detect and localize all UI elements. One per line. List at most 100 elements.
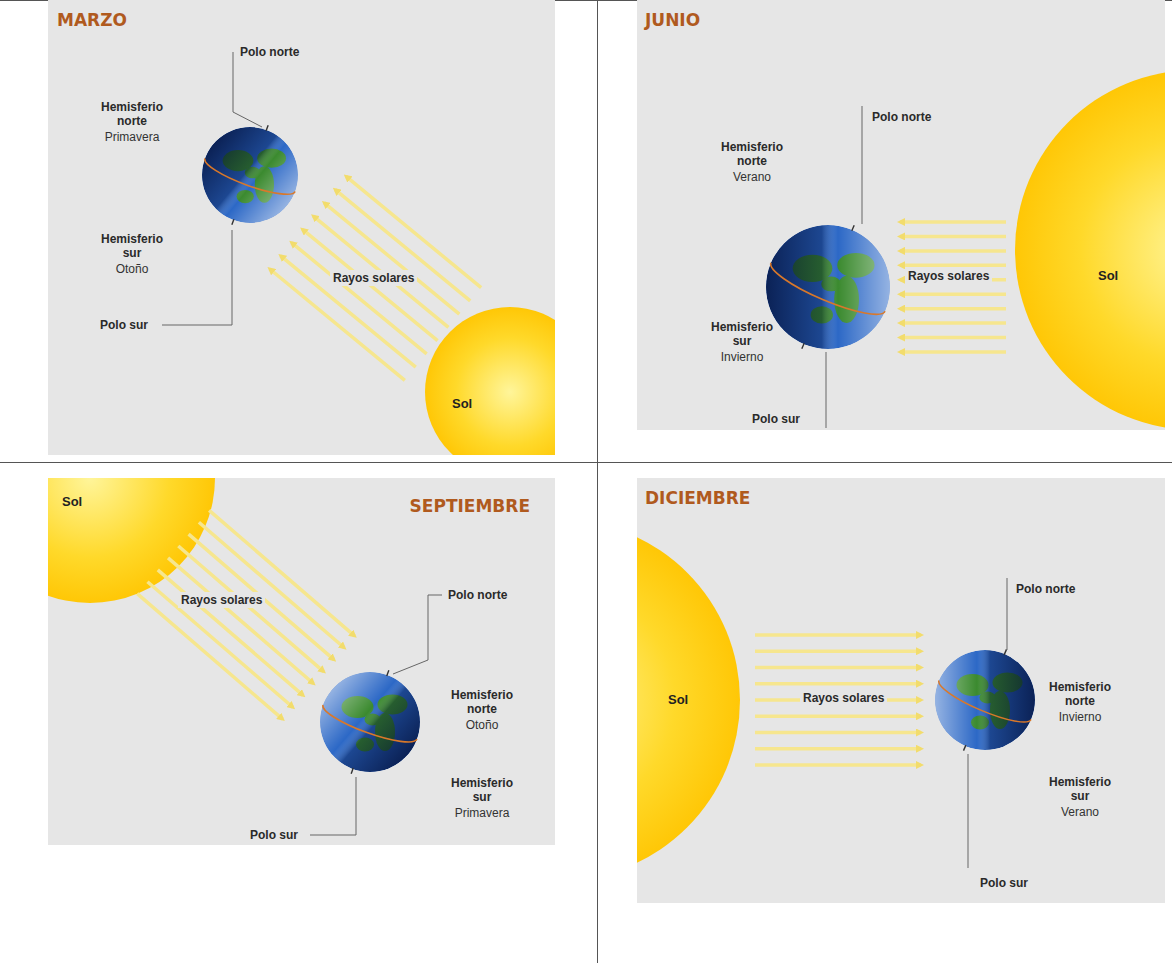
sun-ray — [147, 582, 292, 708]
illustration — [48, 0, 555, 455]
sun-ray — [755, 731, 921, 735]
sun-circle: Sol — [637, 520, 740, 880]
leader-line — [162, 230, 232, 325]
hemisphere-label: Polo norte — [872, 110, 931, 124]
globe — [202, 127, 298, 223]
leader-line — [862, 106, 863, 224]
sun-circle: Sol — [425, 307, 555, 455]
globe — [935, 650, 1035, 750]
month-title: JUNIO — [645, 10, 700, 30]
sun-label: Sol — [668, 692, 688, 707]
sun-ray — [209, 510, 354, 636]
rays-label: Rayos solares — [905, 268, 992, 284]
season-panel: SolDICIEMBREPolo norteRayos solaresHemis… — [637, 478, 1165, 903]
hemisphere-label: Polo norte — [240, 45, 299, 59]
sun-ray — [755, 715, 921, 719]
sun-ray — [900, 350, 1006, 354]
sun-ray — [755, 666, 921, 670]
equator-group — [304, 653, 436, 791]
globe-ocean — [766, 225, 890, 349]
hemisphere-label: Hemisferio sur — [96, 232, 168, 260]
season-label: Invierno — [1035, 710, 1125, 724]
sun-ray — [755, 633, 921, 637]
hemisphere-label: Polo sur — [752, 412, 800, 426]
leader-line — [393, 595, 442, 674]
hemisphere-label: Hemisferio sur — [706, 320, 778, 348]
pole-tick — [964, 745, 966, 751]
hemisphere-label: Hemisferio sur — [1044, 775, 1116, 803]
sun-label: Sol — [62, 494, 82, 509]
pole-tick — [351, 768, 353, 774]
sun-ray — [900, 336, 1006, 340]
globe — [766, 225, 890, 349]
sun-ray — [755, 650, 921, 654]
leader-line — [233, 52, 262, 127]
pole-tick — [852, 225, 854, 231]
sun-ray — [900, 249, 1006, 253]
globe-shading — [202, 127, 298, 223]
rays-label: Rayos solares — [330, 270, 417, 286]
illustration — [637, 0, 1165, 430]
season-panel: SolMARZOPolo norteHemisferio nortePrimav… — [48, 0, 555, 455]
sun-ray — [168, 558, 313, 684]
hemisphere-label: Hemisferio norte — [96, 100, 168, 128]
leader-line — [826, 352, 827, 428]
leader-line — [968, 754, 969, 868]
leader-line — [310, 777, 356, 835]
rays-label: Rayos solares — [178, 592, 265, 608]
table-divider — [597, 0, 598, 963]
season-label: Otoño — [437, 718, 527, 732]
season-label: Otoño — [87, 262, 177, 276]
globe-ocean — [935, 650, 1035, 750]
globe-shading — [935, 650, 1035, 750]
sun-ray — [755, 763, 921, 767]
sun-ray — [324, 203, 459, 314]
season-label: Verano — [707, 170, 797, 184]
hemisphere-label: Hemisferio norte — [716, 140, 788, 168]
sun-label: Sol — [452, 396, 472, 411]
sun-ray — [755, 747, 921, 751]
hemisphere-label: Hemisferio norte — [1044, 680, 1116, 708]
season-label: Invierno — [697, 350, 787, 364]
sun-ray — [158, 570, 303, 696]
globe-ocean — [202, 127, 298, 223]
sun-ray — [137, 594, 282, 720]
hemisphere-label: Polo norte — [448, 588, 507, 602]
season-label: Primavera — [437, 806, 527, 820]
pole-tick — [802, 343, 804, 349]
sun-ray — [900, 321, 1006, 325]
sun-ray — [900, 264, 1006, 268]
globe — [320, 672, 420, 772]
table-divider — [0, 462, 1172, 463]
sun-ray — [292, 243, 427, 354]
month-title: DICIEMBRE — [645, 488, 750, 508]
sun-label: Sol — [1098, 268, 1118, 283]
equator-line — [935, 680, 1031, 729]
hemisphere-label: Hemisferio norte — [446, 688, 518, 716]
sun-ray — [755, 682, 921, 686]
equator-group — [917, 630, 1052, 770]
equator-group — [745, 201, 912, 373]
season-label: Primavera — [87, 130, 177, 144]
globe-shading — [766, 225, 890, 349]
equator-line — [319, 705, 417, 750]
sun-ray — [900, 292, 1006, 296]
sun-ray — [302, 229, 437, 340]
sun-ray — [900, 307, 1006, 311]
hemisphere-label: Polo sur — [980, 876, 1028, 890]
pole-tick — [1004, 649, 1006, 655]
sun-circle: Sol — [48, 478, 215, 603]
season-panel: Sol JUNIO Polo norteHemisferio norteVerano… — [637, 0, 1165, 430]
sun-ray — [313, 216, 448, 327]
equator-group — [187, 109, 313, 241]
pole-tick — [232, 219, 234, 225]
hemisphere-label: Polo sur — [250, 828, 298, 842]
equator-line — [766, 263, 885, 324]
sun-circle: Sol — [1015, 70, 1165, 430]
pole-tick — [266, 125, 268, 131]
rays-label: Rayos solares — [800, 690, 887, 706]
sun-ray — [900, 235, 1006, 239]
equator-line — [201, 159, 295, 202]
hemisphere-label: Polo norte — [1016, 582, 1075, 596]
